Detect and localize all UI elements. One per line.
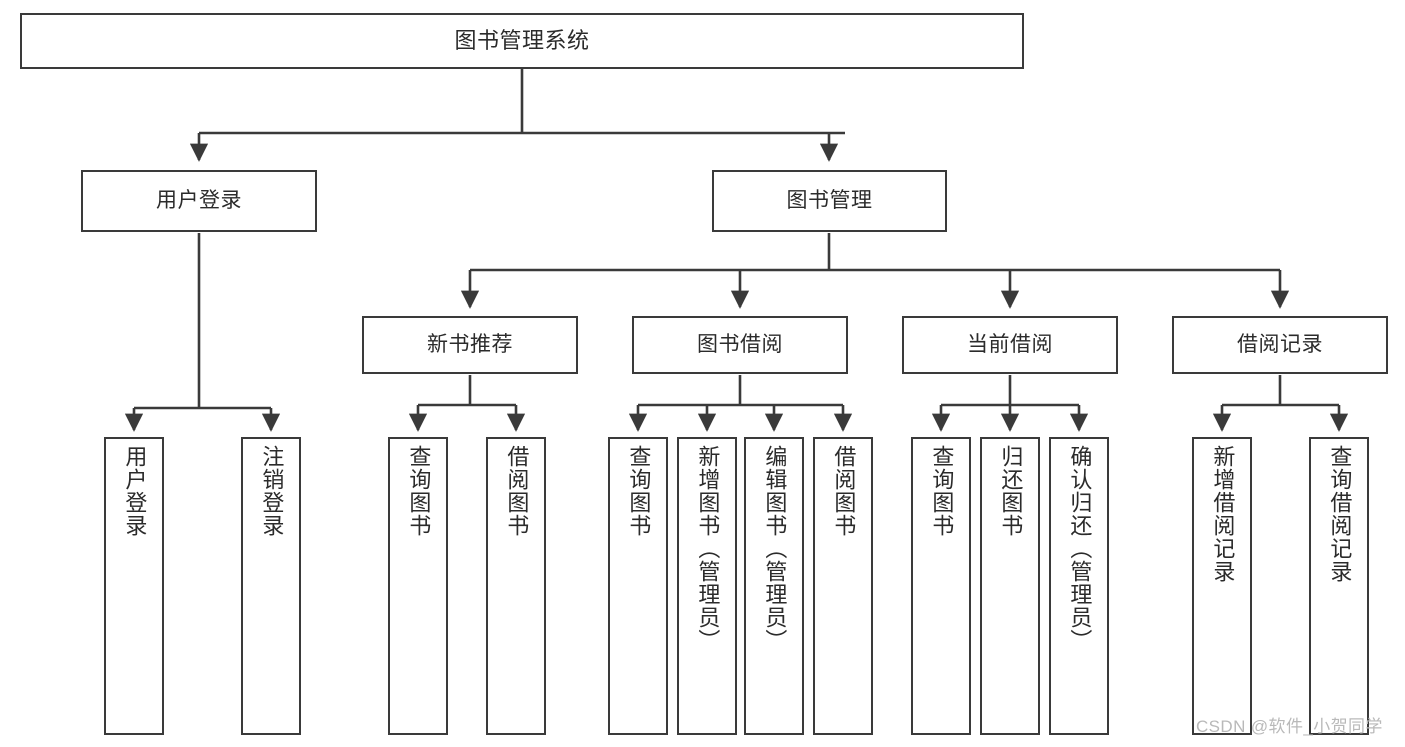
leaf-new-book-query[interactable]: 查询图书 [388,437,448,735]
node-label: 查询借阅记录 [1327,445,1353,583]
node-label: 新增图书（管理员） [695,445,721,652]
node-label: 借阅记录 [1237,332,1323,356]
node-label: 图书管理系统 [454,28,590,54]
node-label: 新增借阅记录 [1210,445,1236,583]
node-label: 编辑图书（管理员） [762,445,788,652]
leaf-record-query[interactable]: 查询借阅记录 [1309,437,1369,735]
node-label: 查询图书 [626,445,652,537]
node-label: 归还图书 [998,445,1024,537]
node-label: 借阅图书 [831,445,857,537]
node-label: 当前借阅 [967,332,1053,356]
node-borrow-record[interactable]: 借阅记录 [1172,316,1388,374]
leaf-borrow-edit-book[interactable]: 编辑图书（管理员） [744,437,804,735]
leaf-current-query-book[interactable]: 查询图书 [911,437,971,735]
leaf-new-book-borrow[interactable]: 借阅图书 [486,437,546,735]
node-book-management[interactable]: 图书管理 [712,170,947,232]
node-label: 图书管理 [786,188,873,212]
node-label: 用户登录 [156,188,242,212]
node-user-login[interactable]: 用户登录 [81,170,317,232]
csdn-watermark: CSDN @软件_小贺同学 [1196,717,1383,736]
leaf-user-login-logout[interactable]: 注销登录 [241,437,301,735]
node-label: 查询图书 [929,445,955,537]
node-label: 确认归还（管理员） [1067,445,1093,652]
leaf-user-login-login[interactable]: 用户登录 [104,437,164,735]
node-label: 借阅图书 [504,445,530,537]
node-label: 图书借阅 [697,332,783,356]
node-label: 用户登录 [122,445,148,537]
node-label: 注销登录 [259,445,285,537]
leaf-current-return-book[interactable]: 归还图书 [980,437,1040,735]
node-book-borrow[interactable]: 图书借阅 [632,316,848,374]
leaf-current-confirm-return[interactable]: 确认归还（管理员） [1049,437,1109,735]
node-new-book-recommend[interactable]: 新书推荐 [362,316,578,374]
node-current-borrow[interactable]: 当前借阅 [902,316,1118,374]
node-label: 新书推荐 [427,332,513,356]
leaf-record-add[interactable]: 新增借阅记录 [1192,437,1252,735]
leaf-borrow-add-book[interactable]: 新增图书（管理员） [677,437,737,735]
node-root-system[interactable]: 图书管理系统 [20,13,1024,69]
leaf-borrow-borrow-book[interactable]: 借阅图书 [813,437,873,735]
node-label: 查询图书 [406,445,432,537]
leaf-borrow-query-book[interactable]: 查询图书 [608,437,668,735]
